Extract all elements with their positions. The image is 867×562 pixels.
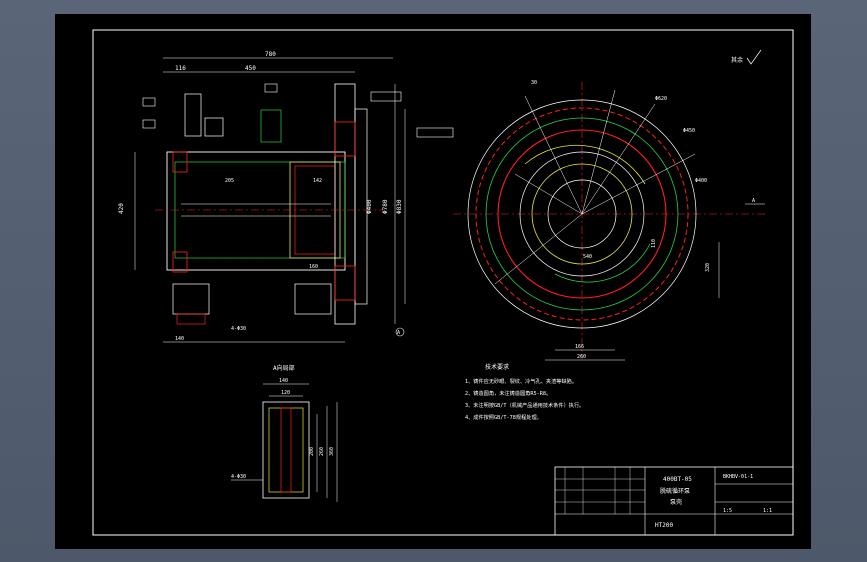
dim-side1: 200: [309, 447, 315, 456]
partial-view-a: A向局部 140 120 200 260 360 4-Φ30: [231, 364, 338, 502]
dim-x2: 166: [575, 344, 584, 350]
technical-requirements: 技术要求 1、铸件应无砂眼、裂纹、冷气孔、夹渣等缺陷。 2、铸造圆角，未注铸造圆…: [465, 363, 584, 421]
sheet: 1:1: [763, 508, 772, 514]
dim-h3: 160: [309, 264, 318, 270]
dim-y1: 320: [705, 263, 711, 272]
dim-d1: Φ400: [366, 199, 373, 214]
material: HT200: [655, 522, 673, 529]
dim-r3: Φ400: [695, 178, 707, 184]
dim-r5: 30: [531, 80, 537, 86]
drawing-svg: 780 116 450: [92, 29, 794, 536]
title-block: 400BT-05 脱硫循环泵 泵壳 HT200 BKHBV-01-1 1:5 1…: [554, 466, 794, 536]
dim-overall: 780: [265, 51, 276, 58]
dim-h2: 142: [313, 178, 322, 184]
dim-bot1: 140: [279, 378, 288, 384]
dim-d2: Φ780: [382, 199, 389, 214]
dim-r1: 4-Φ30: [231, 326, 246, 332]
section-view: 780 116 450: [118, 51, 454, 343]
dim-r2: Φ620: [655, 96, 667, 102]
section-marker-a: A: [397, 330, 400, 336]
tech-req-item-1: 1、铸件应无砂眼、裂纹、冷气孔、夹渣等缺陷。: [465, 377, 577, 385]
dim-b1: 140: [175, 336, 184, 342]
tech-req-item-4: 4、成件按照GB/T-78规程处理。: [465, 413, 542, 421]
partial-view-title: A向局部: [273, 364, 295, 372]
dim-x3: 260: [577, 354, 586, 360]
drawing-frame: [92, 29, 794, 536]
dim-x1: 540: [583, 254, 592, 260]
drawing-code: BKHBV-01-1: [723, 474, 753, 480]
front-view: 30 Φ620 Φ450 Φ400 540 166 260 320 110 A …: [453, 49, 765, 361]
part-name: 脱硫循环泵: [660, 487, 690, 495]
dim-top-b: 450: [245, 65, 256, 72]
dim-y2: 110: [651, 239, 657, 248]
dim-top-a: 116: [175, 65, 186, 72]
roughness-label: 其余: [731, 56, 743, 64]
dim-partial-hole: 4-Φ30: [231, 474, 246, 480]
tech-req-title: 技术要求: [485, 363, 509, 371]
dim-side3: 360: [329, 447, 335, 456]
dim-d3: Φ830: [396, 199, 403, 214]
dim-left-total: 420: [118, 203, 125, 214]
view-marker-a: A: [752, 198, 755, 204]
dim-bot2: 120: [281, 390, 290, 396]
tech-req-item-2: 2、铸造圆角，未注铸造圆角R5-R8。: [465, 389, 551, 397]
dim-h1: 205: [225, 178, 234, 184]
drawing-canvas[interactable]: 780 116 450: [55, 14, 811, 549]
tech-req-item-3: 3、未注明按GB/T（机械产品通用技术条件）执行。: [465, 401, 584, 409]
roughness-icon: [746, 49, 762, 65]
scale: 1:5: [723, 508, 732, 514]
drawing-number: 400BT-05: [663, 476, 692, 483]
dim-side2: 260: [319, 447, 325, 456]
dim-r4: Φ450: [683, 128, 695, 134]
part-sub: 泵壳: [670, 498, 682, 506]
